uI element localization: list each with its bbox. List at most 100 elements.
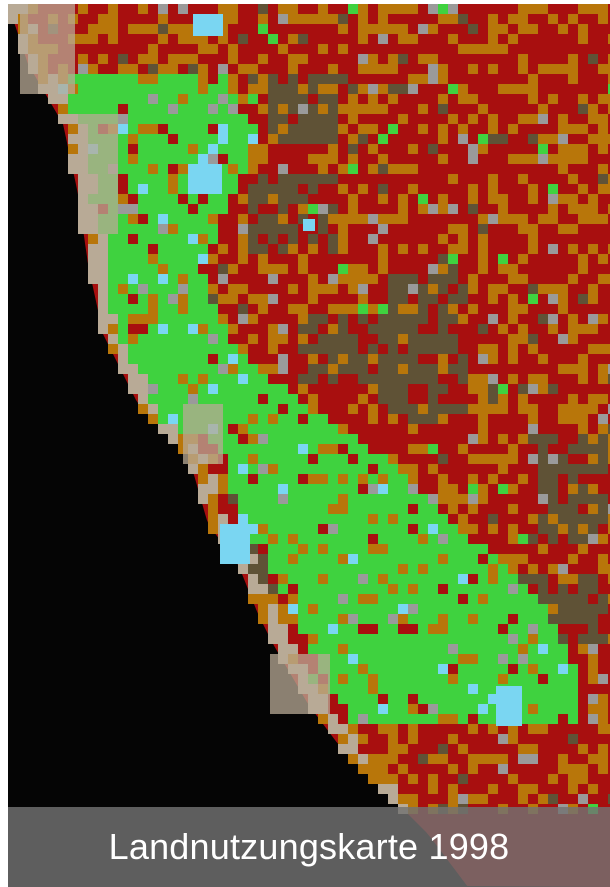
land-cell [518, 574, 528, 584]
land-cell [198, 244, 208, 254]
land-cell [428, 394, 438, 404]
land-cell [158, 64, 168, 74]
land-cell [338, 434, 348, 444]
land-cell [218, 264, 228, 274]
land-cell [548, 384, 558, 394]
land-cell [438, 554, 448, 564]
land-cell [158, 214, 168, 224]
land-cell [268, 94, 278, 104]
land-cell [568, 194, 578, 204]
land-cell [178, 374, 188, 384]
land-cell [358, 614, 368, 624]
land-cell [238, 244, 248, 254]
land-cell [158, 4, 168, 14]
land-cell [538, 664, 548, 674]
land-cell [338, 484, 348, 494]
land-cell [178, 54, 188, 64]
land-cell [68, 154, 78, 164]
land-cell [398, 4, 408, 14]
land-cell [578, 414, 588, 424]
land-cell [78, 84, 88, 94]
land-cell [278, 114, 288, 124]
land-cell [458, 604, 468, 614]
land-cell [168, 234, 178, 244]
land-cell [228, 354, 238, 364]
land-cell [418, 414, 428, 424]
land-cell [548, 244, 558, 254]
land-cell [298, 424, 308, 434]
land-cell [358, 554, 368, 564]
land-cell [388, 624, 398, 634]
land-cell [308, 234, 318, 244]
land-cell [328, 74, 338, 84]
land-cell [408, 444, 418, 454]
land-cell [348, 564, 358, 574]
land-cell [498, 434, 508, 444]
land-cell [188, 94, 198, 104]
land-cell [148, 214, 158, 224]
land-cell [358, 654, 368, 664]
land-cell [538, 574, 548, 584]
land-cell [218, 124, 228, 134]
land-cell [368, 464, 378, 474]
land-cell [238, 414, 248, 424]
land-cell [388, 284, 398, 294]
land-cell [88, 94, 98, 104]
land-cell [278, 564, 288, 574]
land-cell [88, 264, 98, 274]
land-cell [608, 64, 610, 74]
land-cell [428, 294, 438, 304]
land-cell [178, 154, 188, 164]
land-cell [128, 284, 138, 294]
land-cell [268, 104, 278, 114]
land-cell [338, 504, 348, 514]
land-cell [328, 684, 338, 694]
land-cell [288, 594, 298, 604]
land-cell [258, 14, 268, 24]
land-cell [188, 224, 198, 234]
land-cell [258, 604, 268, 614]
land-cell [398, 704, 408, 714]
land-cell [278, 644, 288, 654]
land-cell [278, 464, 288, 474]
land-cell [178, 84, 188, 94]
land-cell [488, 34, 498, 44]
land-cell [518, 174, 528, 184]
land-cell [568, 144, 578, 154]
land-cell [608, 404, 610, 414]
land-cell [178, 34, 188, 44]
land-cell [358, 134, 368, 144]
land-cell [338, 24, 348, 34]
land-cell [98, 324, 108, 334]
land-cell [288, 124, 298, 134]
land-cell [178, 284, 188, 294]
land-cell [558, 464, 568, 474]
land-cell [438, 284, 448, 294]
land-cell [248, 504, 258, 514]
land-cell [548, 454, 558, 464]
land-cell [398, 464, 408, 474]
land-cell [98, 314, 108, 324]
land-cell [378, 194, 388, 204]
land-cell [588, 534, 598, 544]
land-cell [148, 134, 158, 144]
land-cell [308, 514, 318, 524]
land-cell [268, 344, 278, 354]
land-cell [198, 254, 208, 264]
land-cell [258, 394, 268, 404]
land-cell [168, 114, 178, 124]
land-cell [308, 74, 318, 84]
land-cell [308, 444, 318, 454]
land-cell [348, 434, 358, 444]
land-cell [198, 304, 208, 314]
land-cell [538, 444, 548, 454]
land-cell [128, 94, 138, 104]
land-cell [248, 524, 258, 534]
land-cell [308, 434, 318, 444]
land-cell [328, 124, 338, 134]
land-cell [438, 594, 448, 604]
land-cell [448, 674, 458, 684]
land-cell [458, 634, 468, 644]
land-cell [558, 704, 568, 714]
land-cell [338, 684, 348, 694]
